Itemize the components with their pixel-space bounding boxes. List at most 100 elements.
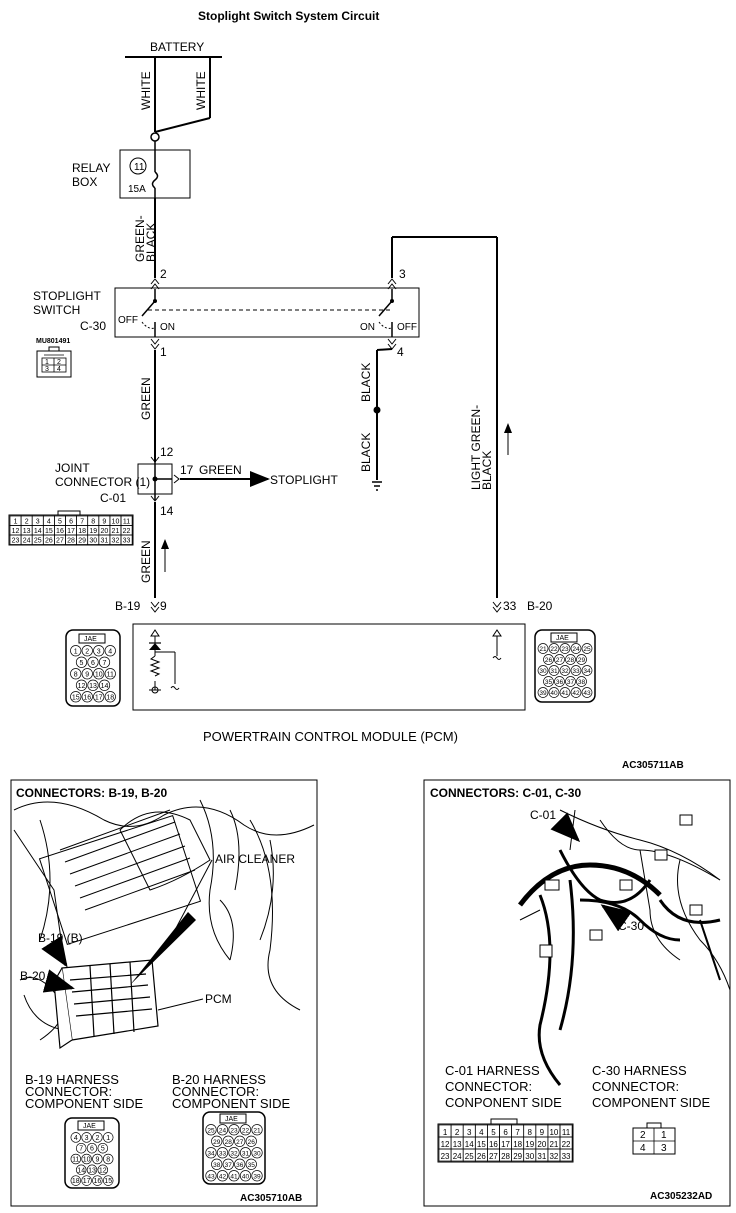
pin-number: 14 (101, 683, 109, 690)
pin-number: 4 (479, 1128, 484, 1137)
pin-number: 34 (583, 668, 591, 675)
pin-cell (222, 1135, 234, 1147)
pin-number: 30 (253, 1150, 261, 1157)
figure-code-main: AC305711AB (622, 760, 684, 771)
pin-number: 15 (72, 694, 80, 701)
pin-number: 20 (537, 1140, 546, 1149)
pin-number: 28 (567, 657, 575, 664)
pin-number: 4 (47, 519, 51, 526)
pin-number: 12 (12, 528, 20, 535)
pin-number: 3 (97, 648, 101, 655)
pin-number: 28 (501, 1152, 510, 1161)
pin-cell (565, 654, 576, 665)
pin-cell (93, 691, 105, 703)
connector-chevron-9 (150, 601, 160, 613)
c30h-pin: 1 (661, 1130, 667, 1141)
air-cleaner-label: AIR CLEANER (215, 852, 295, 866)
pin-number: 29 (78, 538, 86, 545)
b19-harness-2: CONNECTOR: (25, 1084, 112, 1099)
pin-number: 40 (242, 1173, 250, 1180)
wire-label-green-black-1: GREEN- (133, 215, 147, 262)
pin-number: 6 (90, 1146, 94, 1153)
pin-1: 1 (160, 345, 167, 359)
pin-number: 26 (248, 1139, 256, 1146)
pin-number: 7 (80, 519, 84, 526)
pin-cell (537, 665, 549, 676)
stoplight-switch-code: C-30 (80, 319, 106, 333)
pin-number: 43 (583, 690, 591, 697)
pin-cell (104, 691, 116, 703)
pin-number: 17 (95, 694, 103, 701)
pin-number: 41 (230, 1173, 238, 1180)
pin-number: 3 (467, 1128, 472, 1137)
wire-label-lgb-2: BLACK (480, 451, 494, 490)
pin-number: 37 (225, 1162, 233, 1169)
dash-harness-illustration (518, 809, 731, 1086)
pin-cell (98, 679, 111, 691)
pin-number: 28 (225, 1139, 233, 1146)
pin-cell (216, 1170, 229, 1182)
pin-cell (251, 1147, 263, 1159)
pin-cell (70, 1153, 82, 1165)
pin-cell (102, 1132, 114, 1143)
pin-number: 34 (207, 1150, 215, 1157)
joint-connector-label-2: CONNECTOR (1) (55, 475, 150, 489)
pin-number: 33 (562, 1152, 571, 1161)
pin-number: 38 (213, 1162, 221, 1169)
pin-cell (234, 1135, 246, 1147)
pin-cell (70, 1175, 82, 1186)
pin-33: 33 (503, 599, 517, 613)
pcm-illustration (53, 959, 159, 1050)
pin-number: 24 (219, 1127, 227, 1134)
pin-17: 17 (180, 463, 194, 477)
pin-number: 8 (74, 671, 78, 678)
switch-arc-left (141, 321, 156, 329)
pin-number: 9 (540, 1128, 545, 1137)
pin-cell (222, 1158, 234, 1170)
pin-cell (537, 643, 549, 654)
pin-number: 19 (89, 528, 97, 535)
pin-number: 24 (23, 538, 31, 545)
wire-label-green-black-2: BLACK (144, 223, 158, 262)
wire-label-green-1: GREEN (139, 377, 153, 420)
pin-number: 41 (561, 690, 569, 697)
jae-label: JAE (84, 636, 97, 643)
wire-label-black-1: BLACK (359, 363, 373, 402)
pin-cell (75, 1164, 87, 1176)
white-wire-join (154, 117, 211, 133)
pin-cell (251, 1170, 263, 1182)
pin-cell (205, 1124, 217, 1136)
pin-number: 8 (106, 1157, 110, 1164)
pin-number: 2 (25, 519, 29, 526)
c01-harness-2: CONNECTOR: (445, 1079, 532, 1094)
pin-number: 32 (112, 538, 120, 545)
panel-left-title: CONNECTORS: B-19, B-20 (16, 786, 167, 800)
pcm-leader (157, 998, 204, 1011)
c30h-pin: 2 (640, 1130, 646, 1141)
pin-number: 6 (69, 519, 73, 526)
pin-number: 27 (56, 538, 64, 545)
pin-number: 8 (528, 1128, 533, 1137)
pin-number: 18 (106, 694, 114, 701)
b20-harness-3: COMPONENT SIDE (172, 1096, 291, 1111)
pcm-box (132, 623, 526, 711)
pin-cell (543, 654, 554, 665)
pin-number: 15 (45, 528, 53, 535)
pin-cell (239, 1170, 252, 1182)
pin-number: 39 (253, 1173, 261, 1180)
pin-cell (81, 668, 93, 680)
pin-number: 22 (550, 646, 558, 653)
pin-cell (570, 643, 582, 654)
pin-cell (75, 1142, 87, 1154)
pin-number: 42 (572, 690, 580, 697)
c30-harness-face: 2 1 4 3 (632, 1122, 676, 1155)
pin-number: 38 (578, 679, 586, 686)
pin-cell (211, 1158, 223, 1170)
pin-cell (87, 679, 99, 691)
pin-cell (81, 1175, 92, 1186)
pin-number: 22 (562, 1140, 571, 1149)
pin-number: 15 (477, 1140, 486, 1149)
pin-number: 2 (85, 648, 89, 655)
pin-number: 14 (77, 1167, 85, 1174)
pin-number: 22 (242, 1127, 250, 1134)
